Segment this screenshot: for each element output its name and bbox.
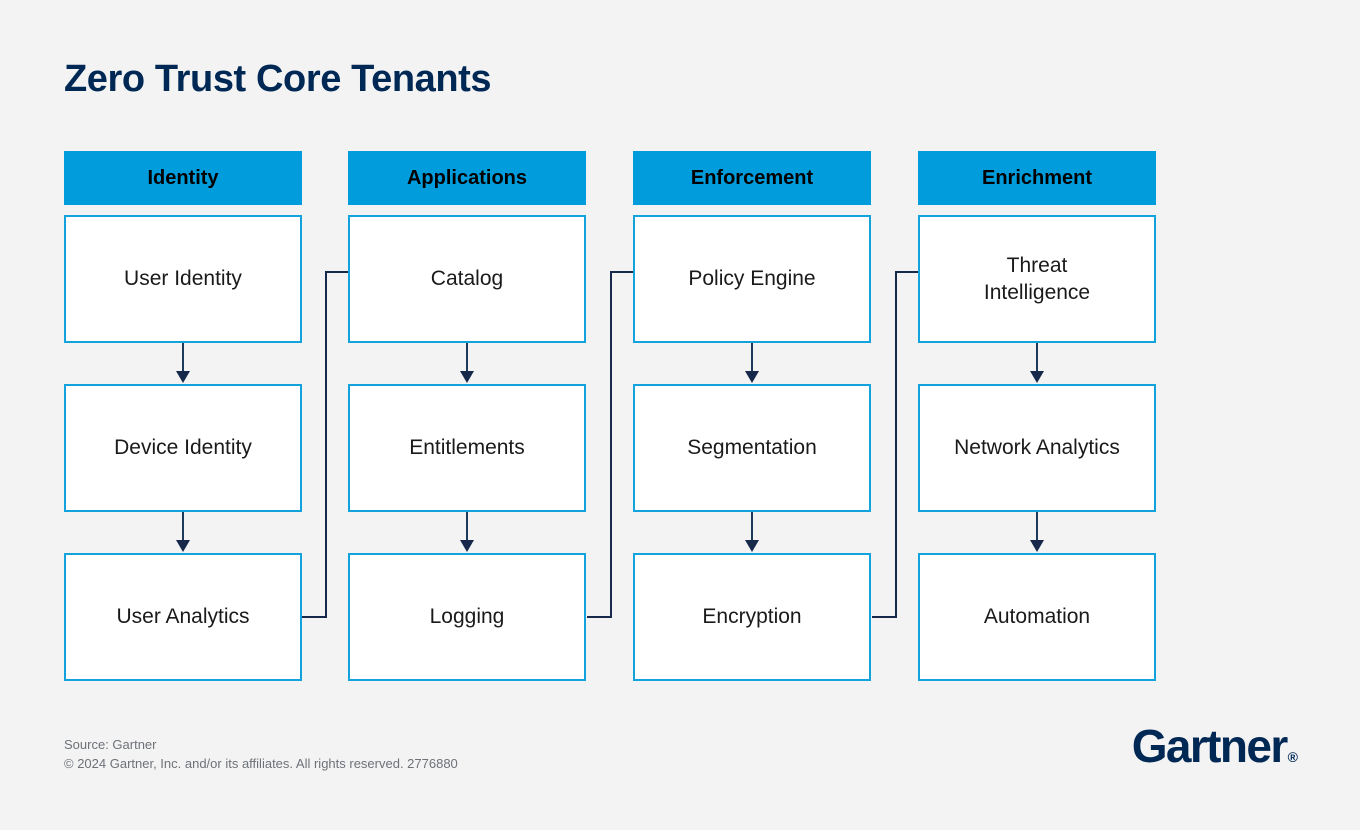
node-user-identity[interactable]: User Identity	[64, 215, 302, 343]
zero-trust-diagram: Identity User Identity Device Identity U…	[64, 151, 1156, 681]
node-logging[interactable]: Logging	[348, 553, 586, 681]
column-header-identity: Identity	[64, 151, 302, 205]
page-title: Zero Trust Core Tenants	[64, 58, 492, 100]
copyright-label: © 2024 Gartner, Inc. and/or its affiliat…	[64, 755, 458, 771]
down-arrow-icon	[176, 512, 190, 553]
down-arrow-icon	[176, 343, 190, 384]
column-header-enforcement: Enforcement	[633, 151, 871, 205]
column-identity: Identity User Identity Device Identity U…	[64, 151, 302, 681]
node-entitlements[interactable]: Entitlements	[348, 384, 586, 512]
node-device-identity[interactable]: Device Identity	[64, 384, 302, 512]
column-applications: Applications Catalog Entitlements Loggin…	[348, 151, 586, 681]
node-threat-intelligence[interactable]: Threat Intelligence	[918, 215, 1156, 343]
registered-trademark-icon: ®	[1287, 749, 1298, 765]
column-enforcement: Enforcement Policy Engine Segmentation E…	[633, 151, 871, 681]
node-segmentation[interactable]: Segmentation	[633, 384, 871, 512]
node-policy-engine[interactable]: Policy Engine	[633, 215, 871, 343]
down-arrow-icon	[745, 512, 759, 553]
gartner-logo-wordmark: Gartner	[1131, 720, 1289, 772]
source-attribution: Source: Gartner © 2024 Gartner, Inc. and…	[64, 736, 458, 774]
column-enrichment: Enrichment Threat Intelligence Network A…	[918, 151, 1156, 681]
node-automation[interactable]: Automation	[918, 553, 1156, 681]
down-arrow-icon	[745, 343, 759, 384]
down-arrow-icon	[1030, 512, 1044, 553]
down-arrow-icon	[460, 343, 474, 384]
node-catalog[interactable]: Catalog	[348, 215, 586, 343]
column-header-applications: Applications	[348, 151, 586, 205]
node-network-analytics[interactable]: Network Analytics	[918, 384, 1156, 512]
node-encryption[interactable]: Encryption	[633, 553, 871, 681]
node-user-analytics[interactable]: User Analytics	[64, 553, 302, 681]
down-arrow-icon	[460, 512, 474, 553]
down-arrow-icon	[1030, 343, 1044, 384]
gartner-logo: Gartner ®	[1132, 723, 1298, 769]
column-header-enrichment: Enrichment	[918, 151, 1156, 205]
source-label: Source: Gartner	[64, 737, 157, 752]
